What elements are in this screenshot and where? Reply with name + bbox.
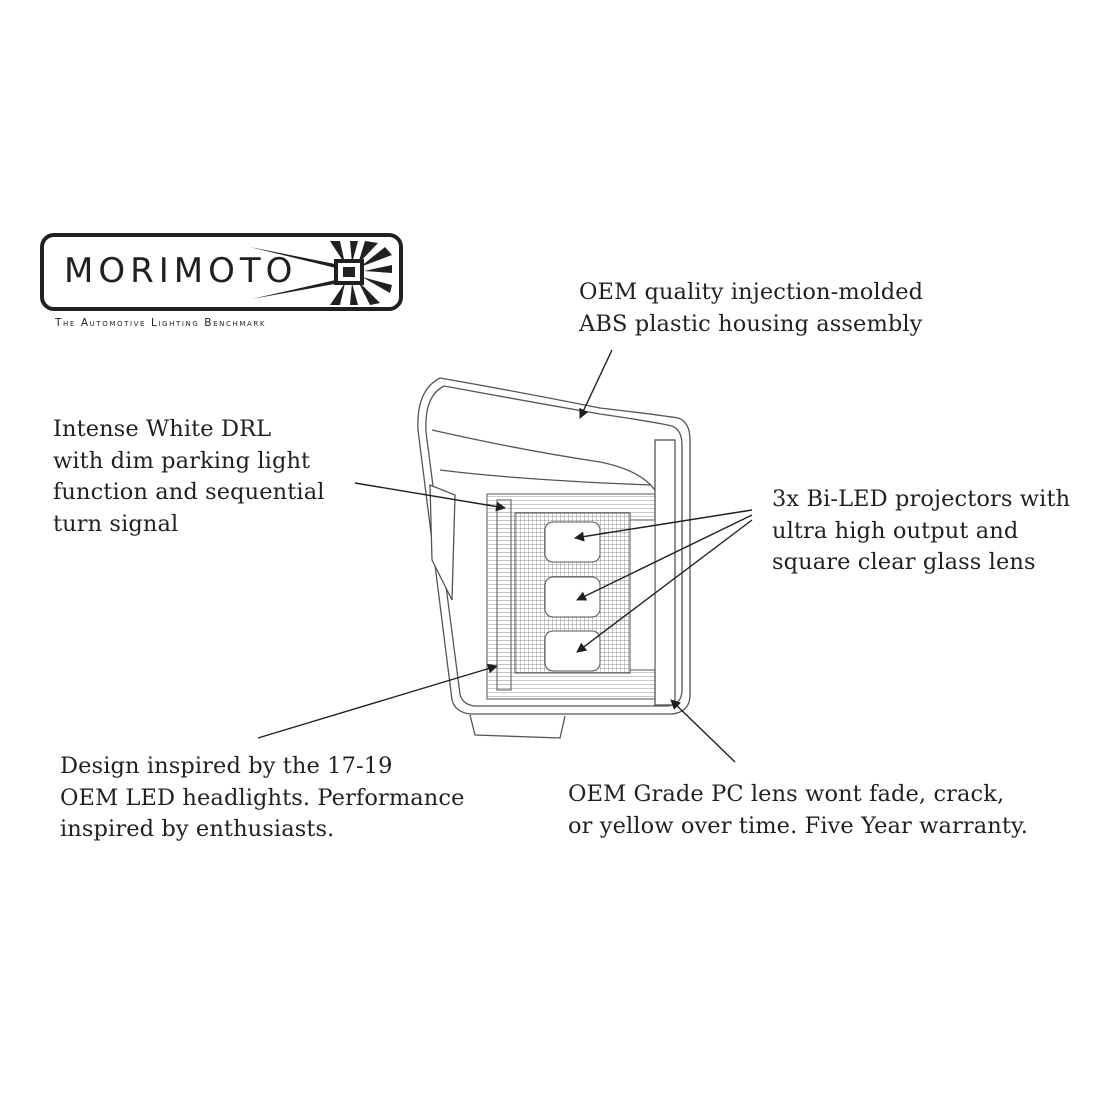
callout-lens: OEM Grade PC lens wont fade, crack, or y… bbox=[568, 779, 1028, 842]
callout-drl: Intense White DRL with dim parking light… bbox=[53, 414, 325, 540]
callout-projectors: 3x Bi-LED projectors with ultra high out… bbox=[772, 484, 1070, 579]
projector-lens-2 bbox=[544, 576, 601, 618]
logo-tagline: The Automotive Lighting Benchmark bbox=[55, 317, 267, 329]
callout-line: OEM quality injection-molded bbox=[579, 279, 924, 305]
callout-housing: OEM quality injection-molded ABS plastic… bbox=[579, 277, 923, 340]
callout-line: inspired by enthusiasts. bbox=[60, 816, 335, 842]
arrow-projector-2 bbox=[576, 514, 753, 601]
projector-lens-3 bbox=[544, 630, 601, 672]
callout-arrows bbox=[257, 349, 753, 763]
callout-line: Intense White DRL bbox=[53, 416, 272, 442]
arrow-housing bbox=[579, 349, 613, 419]
callout-line: Design inspired by the 17-19 bbox=[60, 753, 393, 779]
callout-line: 3x Bi-LED projectors with bbox=[772, 486, 1071, 512]
callout-line: turn signal bbox=[53, 510, 179, 537]
callout-line: ABS plastic housing assembly bbox=[579, 310, 923, 337]
callout-line: OEM LED headlights. Performance bbox=[60, 784, 465, 811]
morimoto-logo: MORIMOTO bbox=[40, 233, 403, 311]
callout-line: OEM Grade PC lens wont fade, crack, bbox=[568, 781, 1005, 807]
callout-line: ultra high output and bbox=[772, 517, 1019, 544]
arrow-projector-1 bbox=[574, 509, 753, 542]
sunburst-icon bbox=[250, 241, 392, 305]
callout-line: or yellow over time. Five Year warranty. bbox=[568, 812, 1029, 839]
callout-line: with dim parking light bbox=[53, 447, 311, 474]
arrow-drl bbox=[354, 482, 506, 512]
arrow-lens bbox=[670, 699, 736, 763]
projector-lens-1 bbox=[544, 521, 601, 563]
arrow-projector-3 bbox=[576, 519, 753, 653]
arrow-design bbox=[257, 663, 498, 739]
callout-design: Design inspired by the 17-19 OEM LED hea… bbox=[60, 751, 465, 846]
logo-wordmark: MORIMOTO bbox=[64, 251, 298, 291]
headlight-housing bbox=[417, 377, 691, 739]
callout-line: function and sequential bbox=[53, 479, 325, 505]
projector-module bbox=[486, 493, 656, 700]
callout-line: square clear glass lens bbox=[772, 549, 1036, 575]
